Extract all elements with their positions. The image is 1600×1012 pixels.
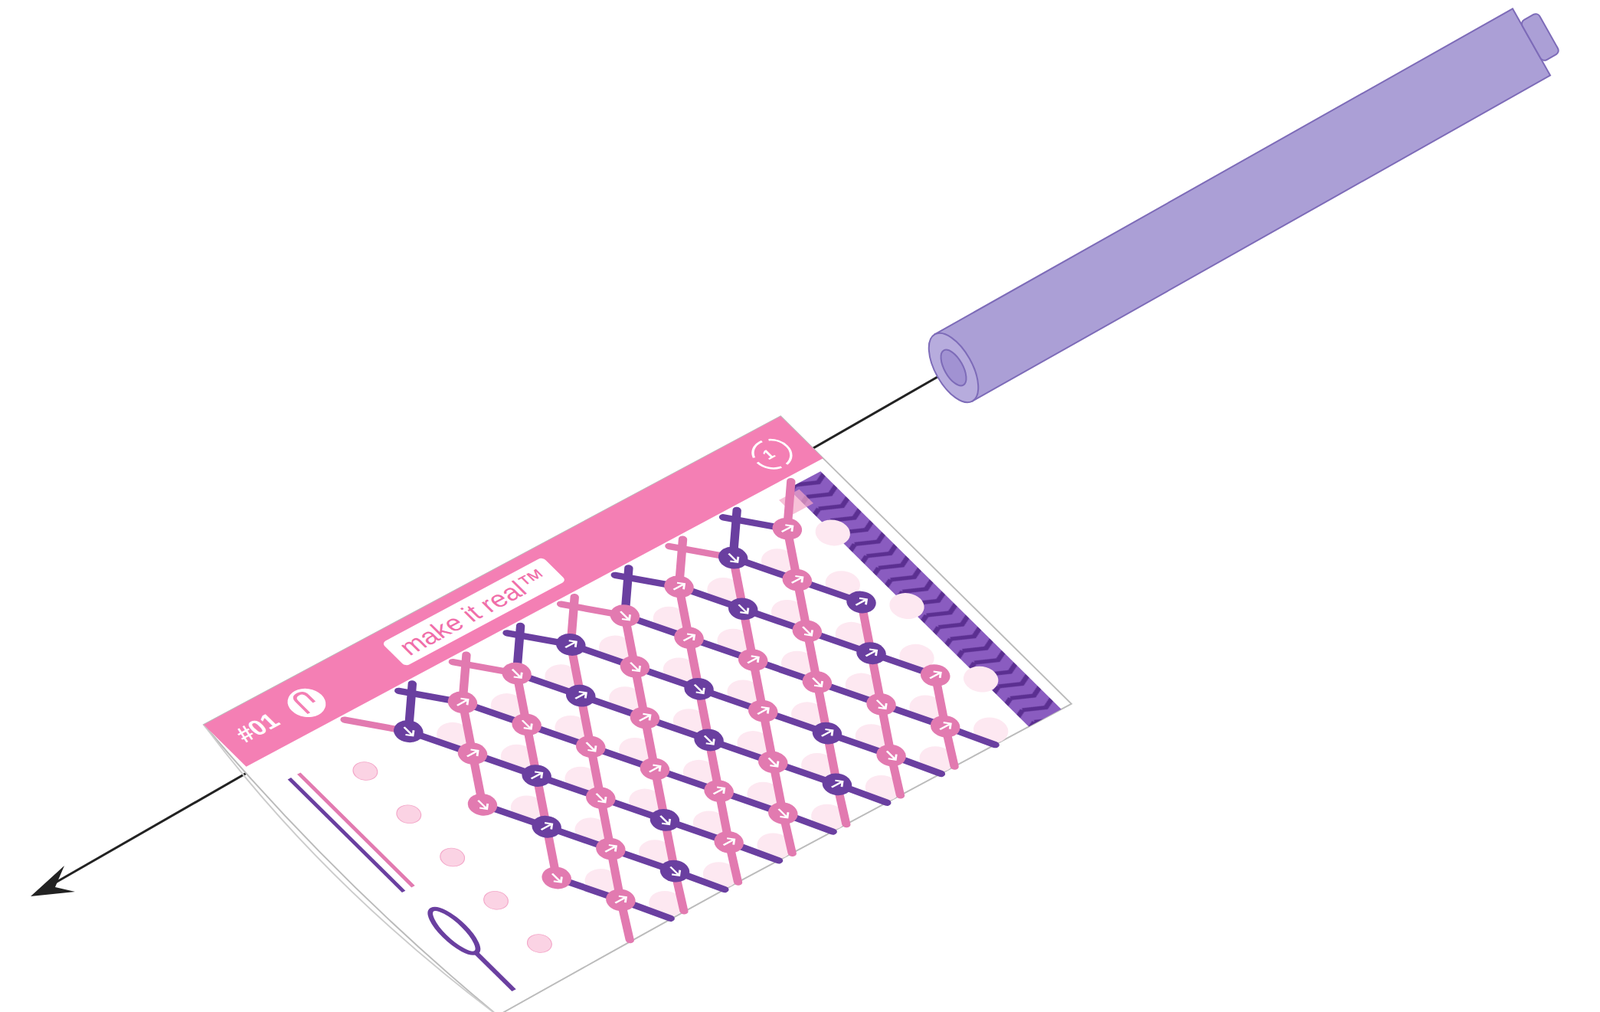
- card-text-layer: #01 make it real™ 1: [203, 415, 1072, 1012]
- card-number: #01: [230, 709, 285, 747]
- brand-logo-text: make it real™: [381, 556, 567, 667]
- step-number: 1: [759, 446, 778, 462]
- tube: [919, 0, 1568, 410]
- pattern-card: [189, 415, 1075, 1012]
- legend-samples: [286, 769, 524, 995]
